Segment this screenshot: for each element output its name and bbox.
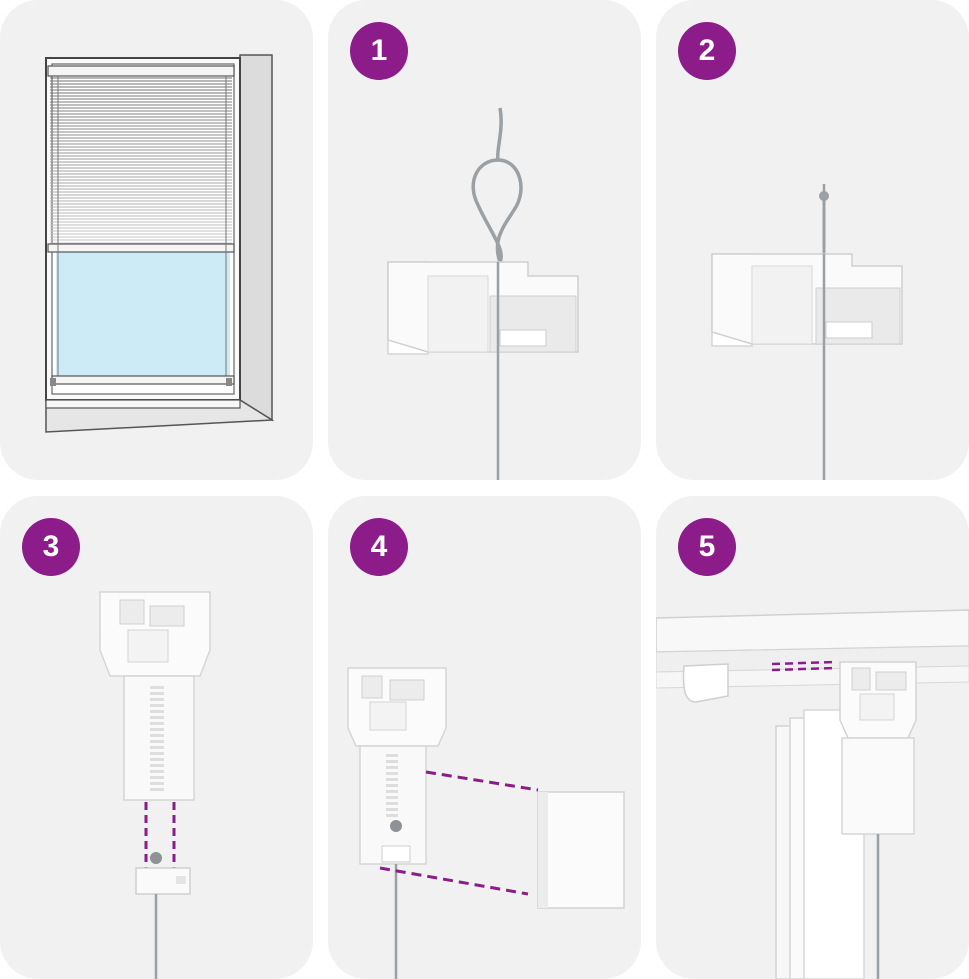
panel-step-2: 2 bbox=[656, 0, 969, 480]
cord-knot bbox=[471, 158, 523, 263]
bracket-body bbox=[841, 737, 915, 835]
step-2-illustration bbox=[711, 184, 903, 480]
cord-knot bbox=[819, 191, 829, 201]
step-badge-2: 2 bbox=[678, 22, 736, 80]
step-badge-5: 5 bbox=[678, 518, 736, 576]
mounting-block bbox=[537, 791, 625, 909]
step-5-illustration bbox=[656, 609, 969, 979]
step-3-illustration bbox=[99, 591, 211, 979]
alignment-guide bbox=[771, 660, 835, 666]
window-frame-rail bbox=[656, 609, 969, 653]
step-4-illustration bbox=[347, 667, 625, 979]
panel-window-overview bbox=[0, 0, 313, 480]
cord bbox=[495, 107, 503, 161]
alignment-guide bbox=[425, 770, 539, 792]
panel-step-5: 5 bbox=[656, 496, 969, 979]
blind-bottom-rail bbox=[47, 243, 235, 253]
step-1-illustration bbox=[387, 107, 579, 480]
alignment-guide bbox=[379, 866, 529, 896]
window-glass bbox=[56, 250, 230, 376]
pleated-blind bbox=[50, 77, 232, 244]
step-badge-4: 4 bbox=[350, 518, 408, 576]
window-illustration bbox=[45, 54, 275, 433]
panel-step-4: 4 bbox=[328, 496, 641, 979]
step-badge-1: 1 bbox=[350, 22, 408, 80]
panel-step-3: 3 bbox=[0, 496, 313, 979]
step-badge-3: 3 bbox=[22, 518, 80, 576]
bracket-body bbox=[123, 675, 195, 801]
panel-step-1: 1 bbox=[328, 0, 641, 480]
